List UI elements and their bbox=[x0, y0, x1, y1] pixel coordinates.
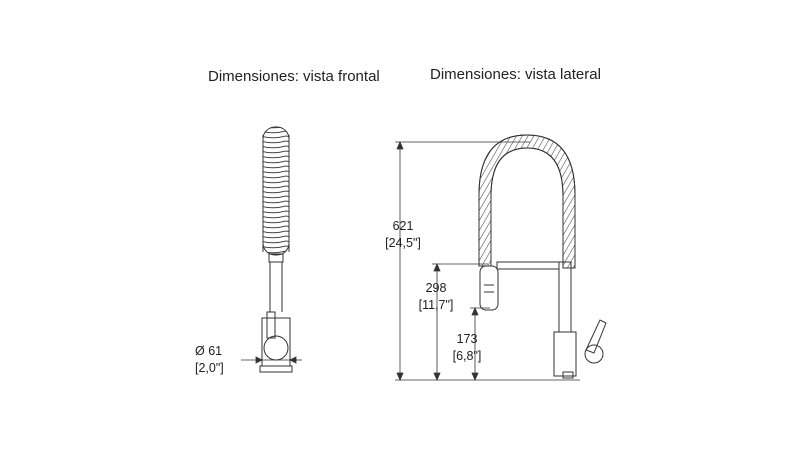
handle-height-label: 173 [6,8"] bbox=[447, 331, 487, 365]
side-view-title: Dimensiones: vista lateral bbox=[430, 66, 601, 83]
side-spout-arm bbox=[496, 261, 560, 270]
front-handle-knob bbox=[263, 335, 289, 361]
side-body bbox=[553, 331, 577, 377]
side-base-foot bbox=[562, 371, 574, 379]
side-coil-spring bbox=[478, 134, 576, 269]
height-dimension-lines bbox=[395, 140, 580, 382]
handle-height-inch: [6,8"] bbox=[452, 349, 482, 363]
front-coil-spring bbox=[262, 126, 290, 256]
handle-height-mm: 173 bbox=[456, 332, 478, 346]
diameter-dimension-line bbox=[241, 354, 302, 366]
front-spout-collar bbox=[268, 253, 284, 263]
front-handle bbox=[266, 311, 276, 339]
front-view-title: Dimensiones: vista frontal bbox=[208, 68, 380, 85]
spout-height-mm: 298 bbox=[425, 281, 447, 295]
front-body bbox=[261, 317, 291, 367]
side-handle-knob bbox=[584, 344, 604, 364]
spout-height-label: 298 [11,7"] bbox=[413, 280, 459, 314]
total-height-label: 621 [24,5"] bbox=[382, 218, 424, 252]
diameter-mm: Ø 61 bbox=[195, 344, 223, 358]
total-height-inch: [24,5"] bbox=[385, 236, 421, 250]
total-height-mm: 621 bbox=[392, 219, 414, 233]
diameter-label: Ø 61 [2,0"] bbox=[195, 343, 224, 377]
spout-height-inch: [11,7"] bbox=[418, 298, 454, 312]
side-column bbox=[558, 261, 572, 333]
front-faucet bbox=[259, 126, 293, 373]
side-handle-lever bbox=[585, 319, 607, 354]
diameter-inch: [2,0"] bbox=[195, 361, 224, 375]
side-faucet bbox=[478, 134, 607, 379]
side-spray-head bbox=[479, 265, 499, 311]
front-base bbox=[259, 365, 293, 373]
